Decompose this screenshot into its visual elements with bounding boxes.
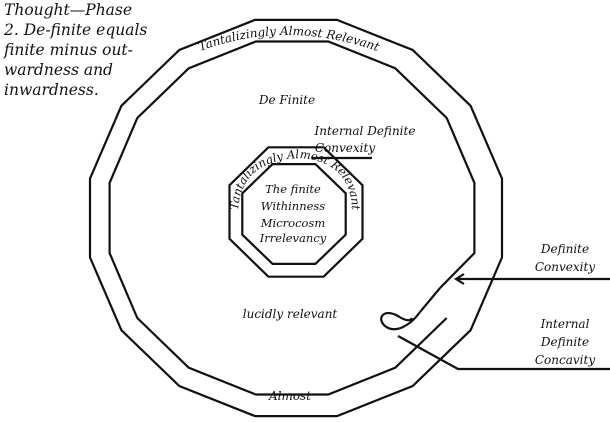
caption-line-5: inwardness. (4, 81, 99, 99)
inner-octagon (241, 163, 347, 265)
lucidly-relevant-label: lucidly relevant (243, 307, 338, 321)
internal-definite-convexity-label-2: Convexity (315, 141, 375, 155)
caption-line-4: wardness and (4, 61, 113, 79)
arrow-head-definite (453, 273, 465, 285)
caption-line-3: finite minus out- (4, 41, 133, 59)
almost-label: Almost (268, 389, 311, 403)
core-label-3: Microcosm (260, 216, 326, 230)
core-label-1: The finite (265, 182, 321, 196)
outer-polygon (88, 18, 504, 418)
internal-definite-concavity-label-2: Definite (540, 335, 589, 349)
de-finite-label: De Finite (258, 93, 315, 107)
caption-line-2: 2. De-finite equals (4, 21, 148, 39)
definite-convexity-label-1: Definite (540, 242, 589, 256)
internal-definite-concavity-label-1: Internal (540, 317, 590, 331)
outer-ring-label: Tantalizingly Almost Relevant (197, 24, 382, 54)
definite-convexity-label-2: Convexity (535, 260, 595, 274)
spiral-curl (380, 287, 441, 331)
middle-polygon (108, 40, 476, 396)
outer-octagon (228, 146, 364, 278)
core-label-4: Irrelevancy (259, 231, 327, 245)
core-label-2: Withinness (261, 199, 326, 213)
internal-definite-convexity-label-1: Internal Definite (314, 124, 416, 138)
caption-line-1: Thought—Phase (4, 1, 133, 19)
caption: Thought—Phase 2. De-finite equals finite… (4, 0, 164, 100)
internal-definite-concavity-label-3: Concavity (535, 353, 595, 367)
internal-concavity-pointer (397, 335, 610, 371)
